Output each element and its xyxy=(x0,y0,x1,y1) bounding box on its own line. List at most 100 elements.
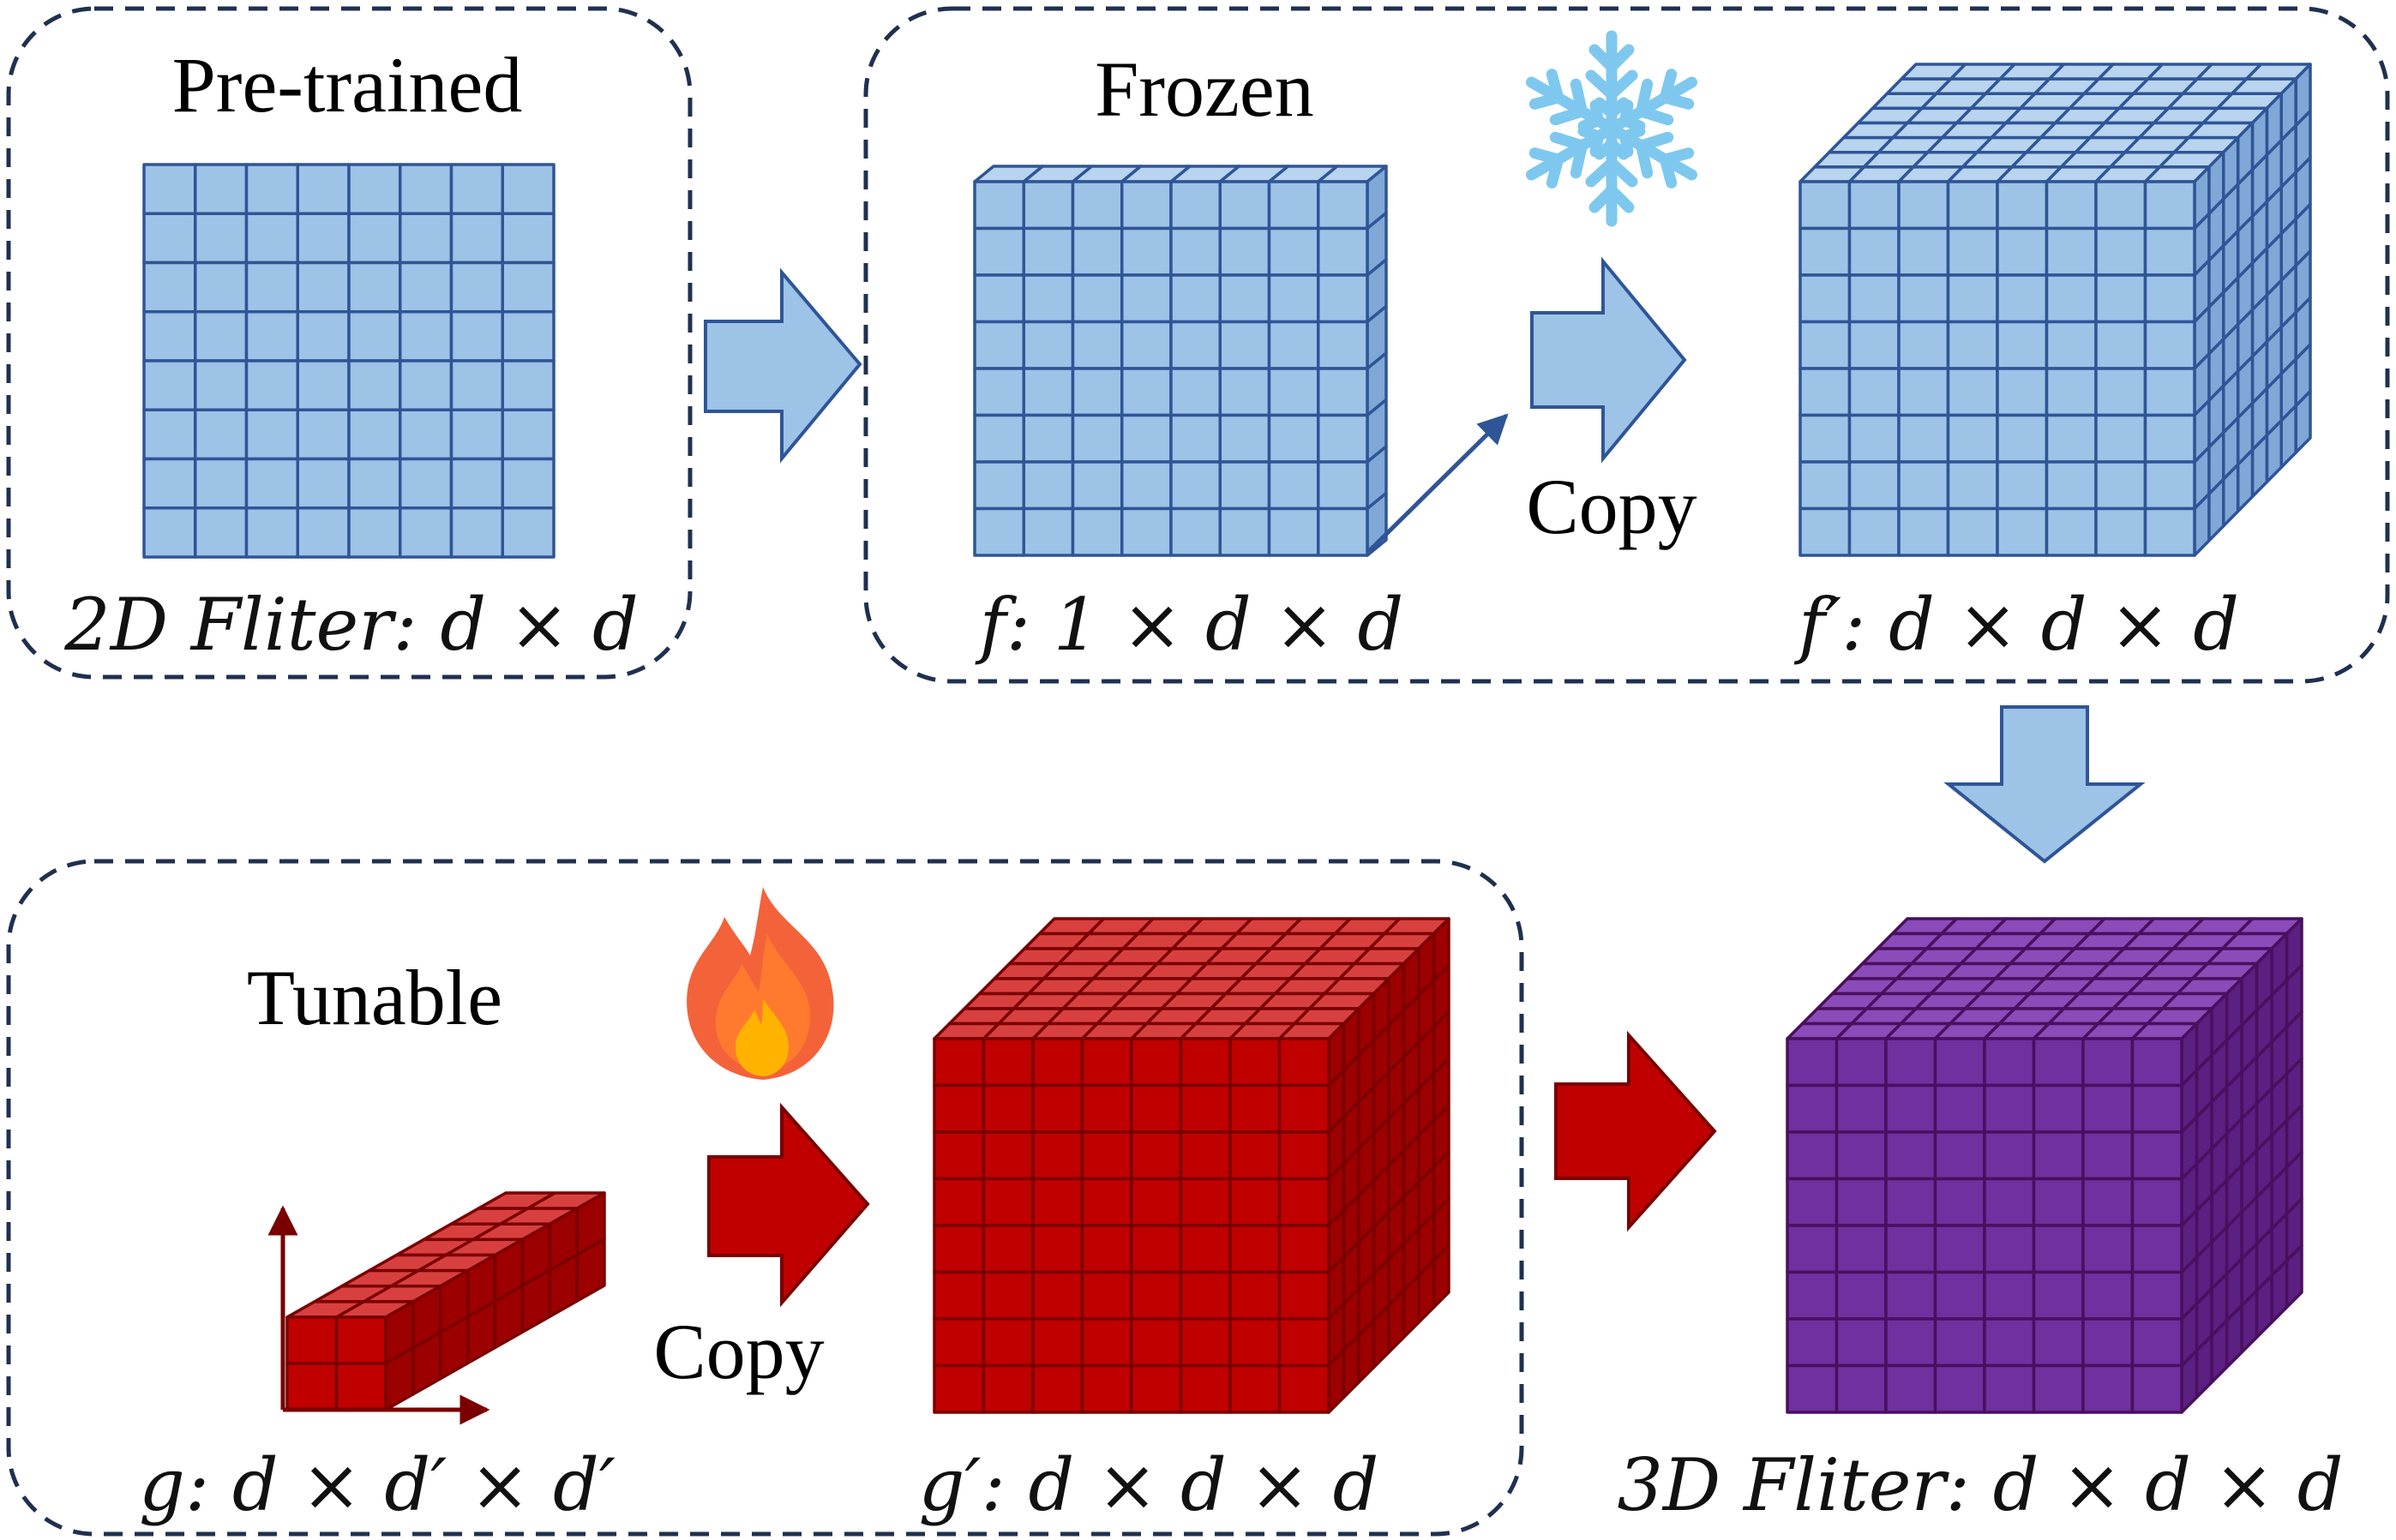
label-g-prime: g′: d × d × d xyxy=(919,1443,1379,1527)
grid-cell xyxy=(142,408,197,461)
cube-front-cell xyxy=(1847,180,1901,231)
grid-cell xyxy=(142,261,197,314)
grid-cell xyxy=(296,457,351,510)
cube-front-cell xyxy=(1786,1363,1839,1414)
grid-cell xyxy=(142,310,197,363)
snowflake-arm xyxy=(1585,123,1638,227)
cube-front-cell xyxy=(1983,1224,2036,1274)
cube-front-cell xyxy=(1847,460,1901,511)
label-g: g: d × d′ × d′ xyxy=(139,1443,616,1527)
grid-cell xyxy=(399,408,453,461)
cube-front-cell xyxy=(1022,506,1075,557)
cube-front-cell xyxy=(1228,1363,1282,1414)
cube-front-cell xyxy=(1277,1363,1330,1414)
cube-front-cell xyxy=(982,1083,1035,1134)
grid-cell xyxy=(399,359,453,411)
cube-front-cell xyxy=(1267,506,1320,557)
grid-cell xyxy=(347,408,402,461)
cube-front-cell xyxy=(334,1362,387,1411)
cube-front-cell xyxy=(2094,226,2147,277)
cube-front-cell xyxy=(1277,1224,1330,1274)
cube-front-cell xyxy=(1080,1037,1133,1088)
cube-front-cell xyxy=(1897,506,1950,557)
cube-front-cell xyxy=(1169,506,1222,557)
grid-cell xyxy=(347,261,402,314)
cube-front-cell xyxy=(1933,1224,1986,1274)
cube-front-cell xyxy=(1996,226,2049,277)
cube-front-cell xyxy=(1120,180,1173,231)
cube-front-cell xyxy=(1130,1177,1183,1227)
cube-front-cell xyxy=(1897,320,1950,370)
cube-front-cell xyxy=(1130,1317,1183,1368)
cube-front-cell xyxy=(1267,413,1320,464)
result-3d-filter-cube xyxy=(1786,917,2303,1414)
snowflake-arm xyxy=(1525,69,1618,135)
grid-cell xyxy=(244,506,299,559)
cube-front-cell xyxy=(1996,460,2049,511)
cube-front-cell xyxy=(1120,320,1173,370)
cube-front-cell xyxy=(1120,413,1173,464)
cube-front-cell xyxy=(933,1083,986,1134)
cube-front-cell xyxy=(2081,1363,2135,1414)
cube-front-cell xyxy=(1179,1224,1232,1274)
grid-cell xyxy=(347,163,402,215)
cube-front-cell xyxy=(1884,1270,1937,1321)
cube-front-cell xyxy=(1996,506,2049,557)
cube-front-cell xyxy=(2130,1083,2183,1134)
cube-front-cell xyxy=(1080,1270,1133,1321)
grid-cell xyxy=(194,457,249,510)
frozen-title: Frozen xyxy=(1095,45,1313,133)
cube-front-cell xyxy=(1786,1083,1839,1134)
cube-front-cell xyxy=(1080,1363,1133,1414)
cube-front-cell xyxy=(1218,320,1271,370)
grid-cell xyxy=(347,457,402,510)
grid-cell xyxy=(194,261,249,314)
cube-front-cell xyxy=(1983,1037,2036,1088)
cube-front-cell xyxy=(1799,320,1852,370)
cube-front-cell xyxy=(1169,273,1222,324)
cube-front-cell xyxy=(1884,1177,1937,1227)
cube-front-cell xyxy=(1031,1270,1084,1321)
cube-front-cell xyxy=(1228,1130,1282,1181)
cube-front-cell xyxy=(1847,367,1901,417)
cube-front-cell xyxy=(1277,1317,1330,1368)
cube-front-cell xyxy=(1983,1270,2036,1321)
cube-front-cell xyxy=(1277,1177,1330,1227)
cube-front-cell xyxy=(2081,1130,2135,1181)
cube-front-cell xyxy=(2094,367,2147,417)
cube-front-cell xyxy=(1799,273,1852,324)
cube-front-cell xyxy=(1120,506,1173,557)
cube-front-cell xyxy=(1946,273,1999,324)
cube-front-cell xyxy=(973,367,1025,417)
cube-front-cell xyxy=(1179,1363,1232,1414)
grid-cell xyxy=(347,310,402,363)
cube-front-cell xyxy=(1130,1224,1183,1274)
grid-cell xyxy=(449,261,504,314)
cube-front-cell xyxy=(1179,1130,1232,1181)
cube-front-cell xyxy=(1946,180,1999,231)
cube-front-cell xyxy=(973,460,1025,511)
cube-front-cell xyxy=(1983,1317,2036,1368)
cube-front-cell xyxy=(2143,367,2196,417)
cube-front-cell xyxy=(1317,367,1369,417)
cube-front-cell xyxy=(1799,413,1852,464)
cube-front-cell xyxy=(1120,226,1173,277)
cube-front-cell xyxy=(1946,320,1999,370)
cube-front-cell xyxy=(1130,1130,1183,1181)
grid-cell xyxy=(142,359,197,411)
cube-front-cell xyxy=(1228,1270,1282,1321)
grid-cell xyxy=(501,310,555,363)
grid-cell xyxy=(244,457,299,510)
cube-front-cell xyxy=(1031,1317,1084,1368)
cube-front-cell xyxy=(1835,1317,1888,1368)
cube-front-cell xyxy=(1179,1317,1232,1368)
cube-front-cell xyxy=(1267,273,1320,324)
frozen-f-prime-cube xyxy=(1799,63,2312,557)
cube-front-cell xyxy=(2130,1363,2183,1414)
cube-front-cell xyxy=(1847,226,1901,277)
cube-front-cell xyxy=(1277,1130,1330,1181)
cube-front-cell xyxy=(1031,1224,1084,1274)
label-f: f: 1 × d × d xyxy=(975,583,1404,667)
cube-front-cell xyxy=(1071,226,1124,277)
cube-front-cell xyxy=(1933,1317,1986,1368)
